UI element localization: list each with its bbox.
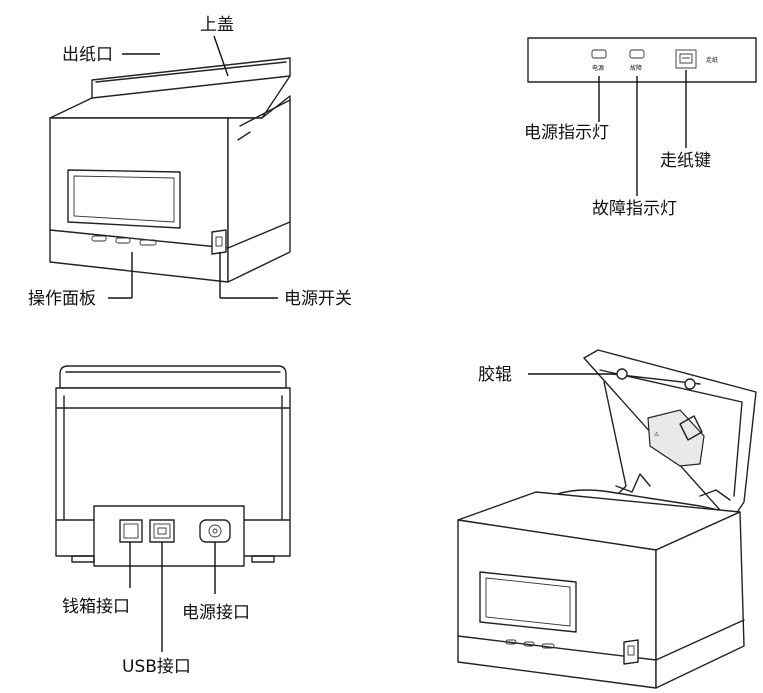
label-power-switch: 电源开关 <box>284 289 352 309</box>
panel-feed-text: 走纸 <box>706 56 718 64</box>
printer-front-view: 上盖 出纸口 操作面板 电源开关 <box>28 15 352 309</box>
label-feed-key: 走纸键 <box>660 151 711 171</box>
printer-rear-view: 钱箱接口 电源接口 USB接口 <box>55 365 291 677</box>
svg-text:⚠: ⚠ <box>654 431 660 438</box>
panel-power-text: 电源 <box>592 64 604 72</box>
label-error-indicator: 故障指示灯 <box>592 199 677 219</box>
label-cash-drawer-port: 钱箱接口 <box>62 597 130 617</box>
label-usb-port: USB接口 <box>122 657 191 677</box>
control-panel-view: 电源 故障 走纸 电源指示灯 走纸键 故障指示灯 <box>524 37 757 219</box>
printer-open-view: ⚠ 胶辊 <box>457 349 757 689</box>
label-operation-panel: 操作面板 <box>28 289 96 309</box>
panel-error-text: 故障 <box>630 64 642 72</box>
label-power-indicator: 电源指示灯 <box>524 123 609 143</box>
label-paper-outlet: 出纸口 <box>62 45 113 65</box>
label-rubber-roller: 胶辊 <box>478 365 512 385</box>
label-top-cover: 上盖 <box>200 15 234 35</box>
label-power-port: 电源接口 <box>182 603 250 623</box>
